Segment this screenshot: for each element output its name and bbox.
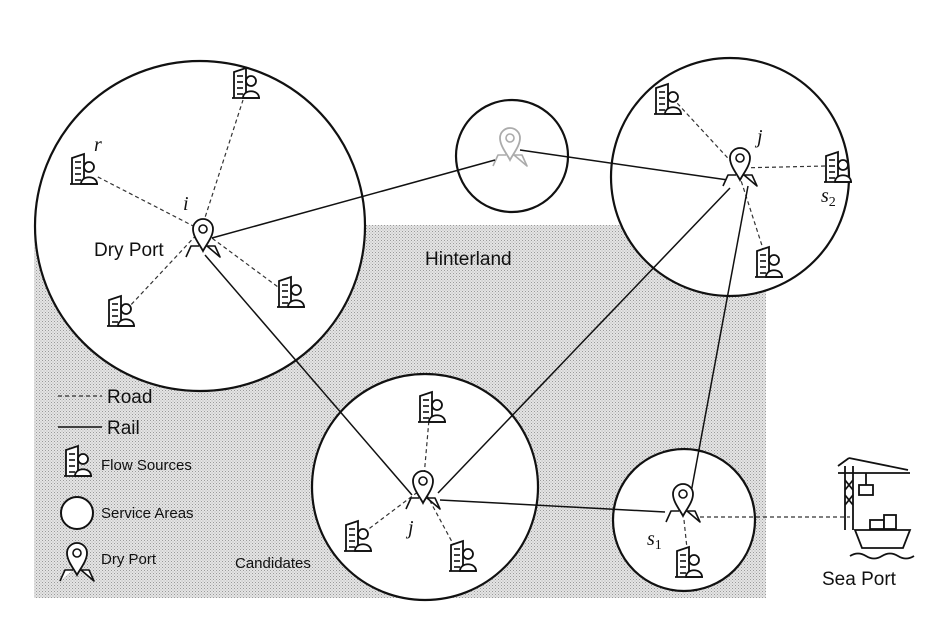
legend-road-label: Road [107, 387, 152, 408]
legend-dry-port-label: Dry Port [101, 551, 157, 568]
legend-service-areas-label: Service Areas [101, 505, 194, 522]
node-i-label: i [183, 193, 189, 215]
dry-port-main-label: Dry Port [94, 240, 164, 261]
sea-port-label: Sea Port [822, 569, 897, 590]
hinterland-label: Hinterland [425, 249, 512, 270]
legend-rail-label: Rail [107, 418, 140, 439]
legend-flow-sources-label: Flow Sources [101, 457, 192, 474]
candidates-label: Candidates [235, 555, 311, 572]
sea-port-crane-ship-icon [838, 458, 914, 559]
legend-service-area-icon [61, 497, 93, 529]
node-r-label: r [94, 134, 102, 156]
